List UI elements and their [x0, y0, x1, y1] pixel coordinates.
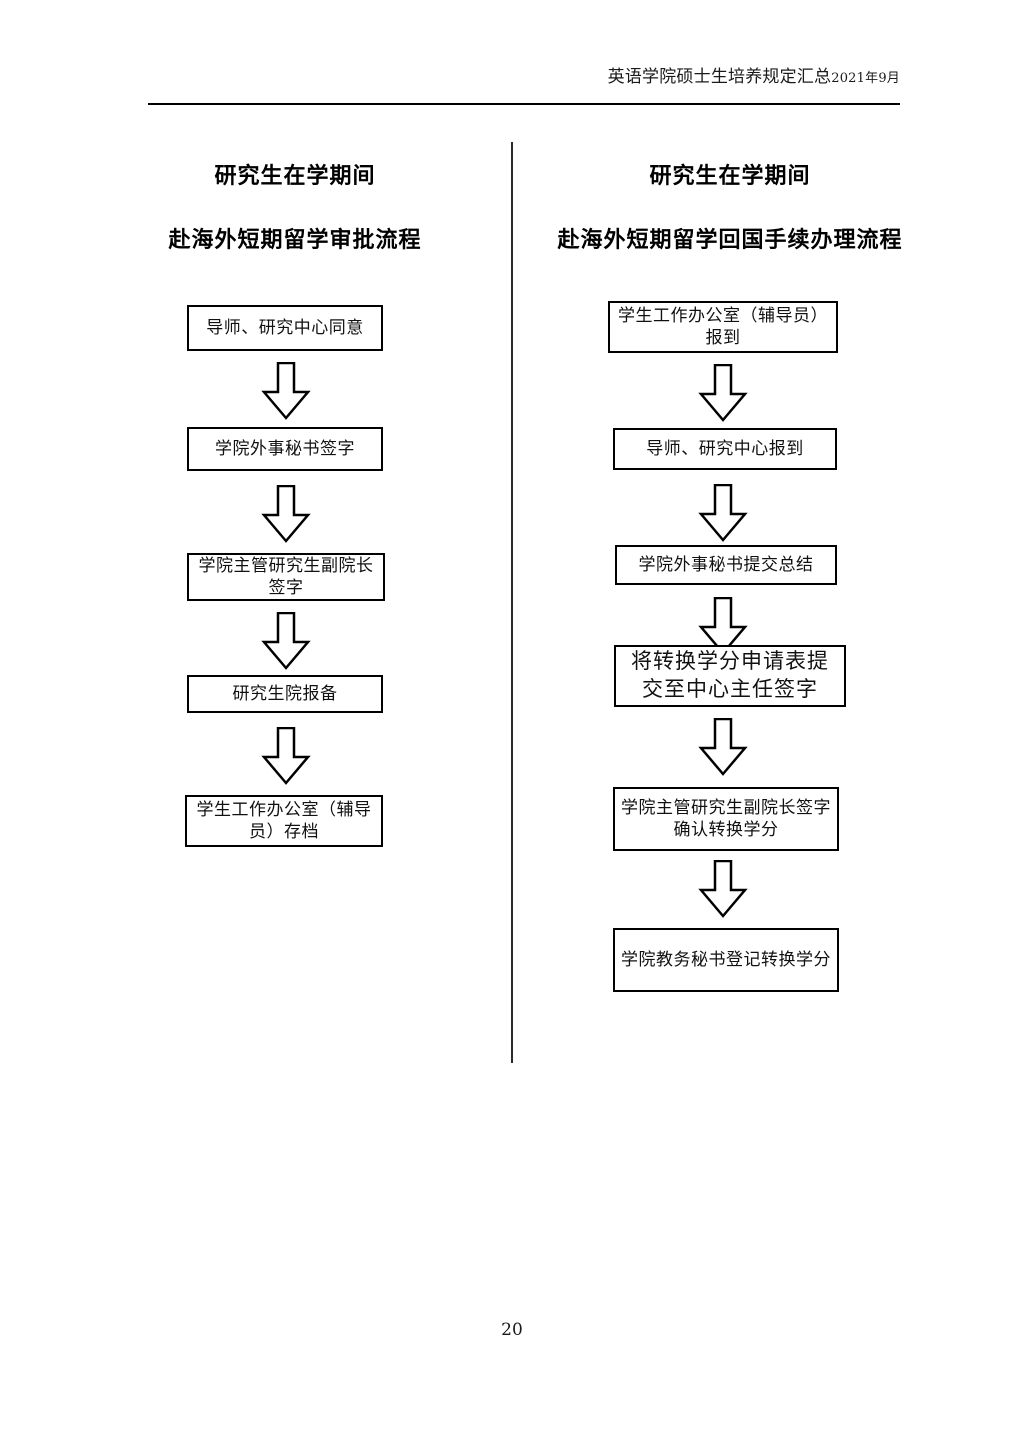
down-block-arrow-icon: [260, 727, 312, 785]
left-flowchart-title: 研究生在学期间 赴海外短期留学审批流程: [100, 158, 490, 254]
step-box-left-2: 学院外事秘书签字: [187, 427, 383, 471]
running-header: 英语学院硕士生培养规定汇总2021年9月: [148, 62, 900, 87]
step-box-right-3: 学院外事秘书提交总结: [615, 545, 837, 585]
down-block-arrow-icon: [697, 484, 749, 542]
step-box-right-2: 导师、研究中心报到: [613, 428, 837, 470]
down-block-arrow-icon: [697, 597, 749, 655]
down-block-arrow-icon: [260, 485, 312, 543]
step-box-left-4: 研究生院报备: [187, 675, 383, 713]
step-box-right-4: 将转换学分申请表提交至中心主任签字: [614, 645, 846, 707]
right-title-line-1: 研究生在学期间: [649, 163, 811, 189]
left-title-line-2: 赴海外短期留学审批流程: [168, 227, 422, 253]
down-block-arrow-icon: [260, 612, 312, 670]
step-box-left-3: 学院主管研究生副院长签字: [187, 553, 385, 601]
right-flowchart-title: 研究生在学期间 赴海外短期留学回国手续办理流程: [530, 158, 930, 254]
down-block-arrow-icon: [260, 362, 312, 420]
running-header-date: 2021年9月: [831, 71, 900, 86]
down-block-arrow-icon: [697, 364, 749, 422]
step-box-right-5: 学院主管研究生副院长签字确认转换学分: [613, 787, 839, 851]
column-divider: [511, 142, 513, 1063]
running-header-title: 英语学院硕士生培养规定汇总: [607, 67, 832, 87]
down-block-arrow-icon: [697, 860, 749, 918]
page-number: 20: [501, 1320, 523, 1340]
down-block-arrow-icon: [697, 718, 749, 776]
step-box-left-1: 导师、研究中心同意: [187, 305, 383, 351]
step-box-left-5: 学生工作办公室（辅导员）存档: [185, 795, 383, 847]
header-rule: [148, 103, 900, 105]
left-title-line-1: 研究生在学期间: [214, 163, 376, 189]
right-title-line-2: 赴海外短期留学回国手续办理流程: [557, 227, 903, 253]
step-box-right-6: 学院教务秘书登记转换学分: [613, 928, 839, 992]
step-box-right-1: 学生工作办公室（辅导员）报到: [608, 301, 838, 353]
